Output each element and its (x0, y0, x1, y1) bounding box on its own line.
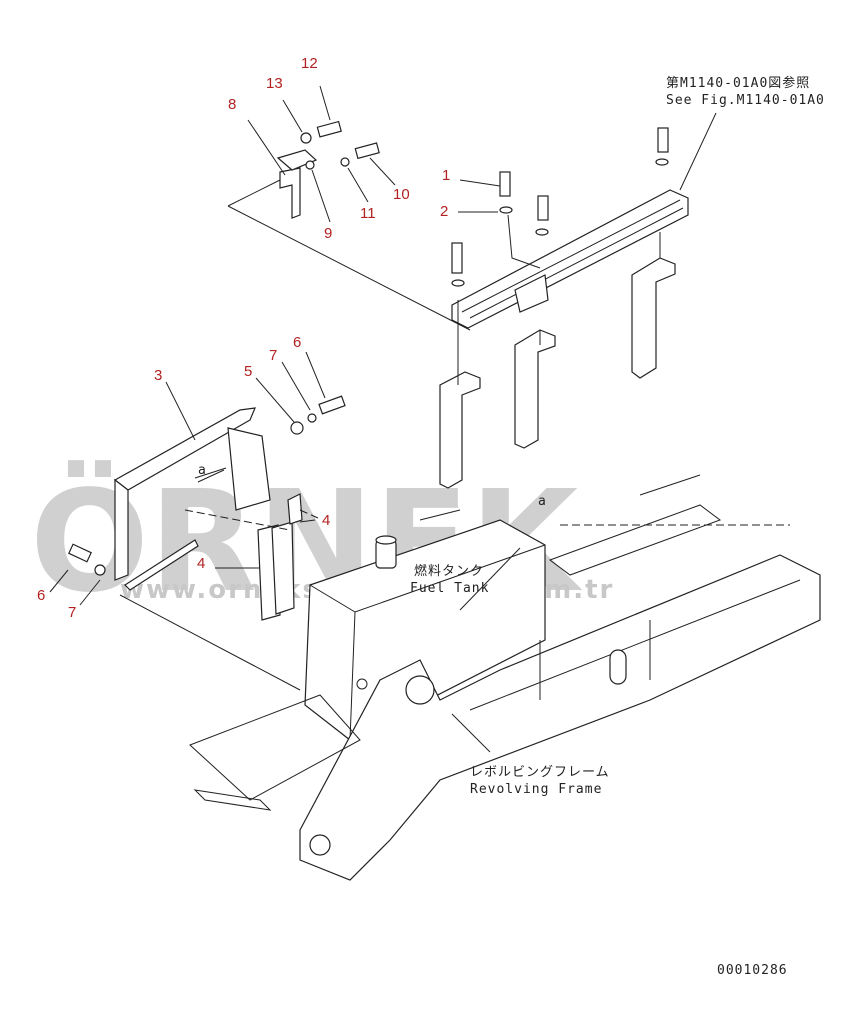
revolving-frame (189, 474, 821, 881)
callout-1: 1 (442, 167, 450, 184)
callout-7-upper: 7 (269, 347, 277, 364)
callout-9: 9 (324, 225, 332, 242)
drawing-number: 00010286 (717, 963, 788, 978)
callout-3: 3 (154, 367, 162, 384)
callout-2: 2 (440, 203, 448, 220)
fuel-tank-label-en: Fuel Tank (410, 581, 489, 596)
upper-frame-rail (451, 127, 689, 329)
notes: 第M1140-01A0図参照 See Fig.M1140-01A0 燃料タンク … (198, 75, 825, 797)
cover-panel (113, 407, 301, 691)
marker-a-right: a (538, 494, 547, 509)
leader-lines (49, 85, 717, 753)
callout-7-lower: 7 (68, 604, 76, 621)
ref-note-en: See Fig.M1140-01A0 (666, 93, 825, 108)
fuel-tank (304, 519, 546, 741)
frame-label-en: Revolving Frame (470, 782, 602, 797)
ref-note-jp: 第M1140-01A0図参照 (666, 75, 810, 91)
callout-12: 12 (301, 55, 318, 72)
callout-13: 13 (266, 75, 283, 92)
frame-label-jp: レボルビングフレーム (470, 765, 610, 780)
alignment-lines (184, 509, 790, 531)
upper-bracket-assembly (227, 120, 471, 331)
callout-5: 5 (244, 363, 252, 380)
marker-a-left: a (198, 463, 207, 478)
callout-10: 10 (393, 186, 410, 203)
fuel-tank-label-jp: 燃料タンク (414, 563, 484, 579)
callout-4-right: 4 (322, 512, 330, 529)
callout-8: 8 (228, 96, 236, 113)
plates (257, 493, 303, 621)
callouts: 12 13 8 9 10 11 1 2 3 5 7 6 4 4 6 7 (37, 55, 450, 621)
cover-fasteners (68, 395, 346, 576)
callout-4-left: 4 (197, 555, 205, 572)
channel-brackets (439, 232, 676, 489)
callout-11: 11 (360, 205, 376, 222)
callout-6-lower: 6 (37, 587, 45, 604)
callout-6-upper: 6 (293, 334, 301, 351)
